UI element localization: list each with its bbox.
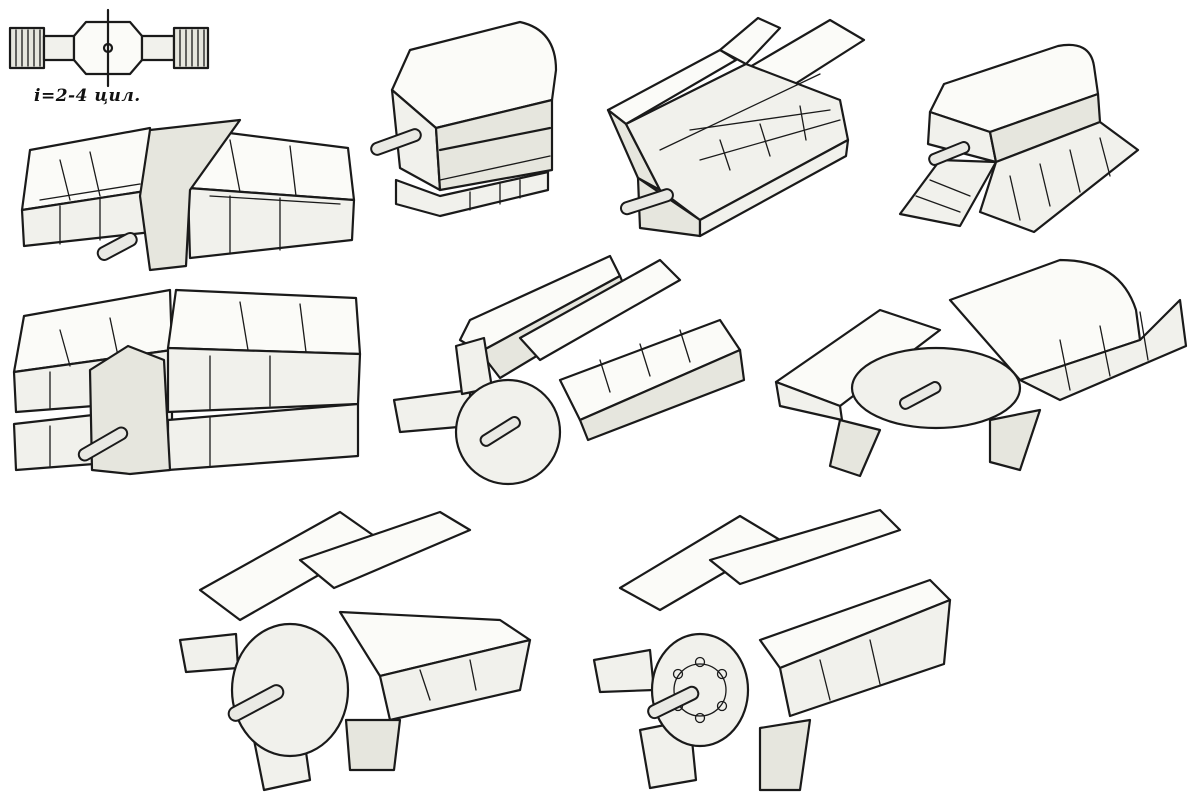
- engine-w-type: [774, 258, 1188, 478]
- engine-star-six: [178, 510, 532, 792]
- engine-fan-radial: [392, 254, 746, 486]
- shaft-icon: [96, 231, 138, 261]
- engine-narrow-v: [606, 16, 866, 238]
- engine-flat-opposed: [20, 118, 356, 272]
- engine-star-bolted: [592, 508, 952, 792]
- engine-h-type: [12, 288, 362, 476]
- flat-engine-schematic-icon: [8, 8, 210, 88]
- engine-wide-v: [898, 43, 1140, 234]
- engine-inline: [370, 20, 558, 218]
- cylinder-count-label: i=2-4 цил.: [34, 86, 141, 106]
